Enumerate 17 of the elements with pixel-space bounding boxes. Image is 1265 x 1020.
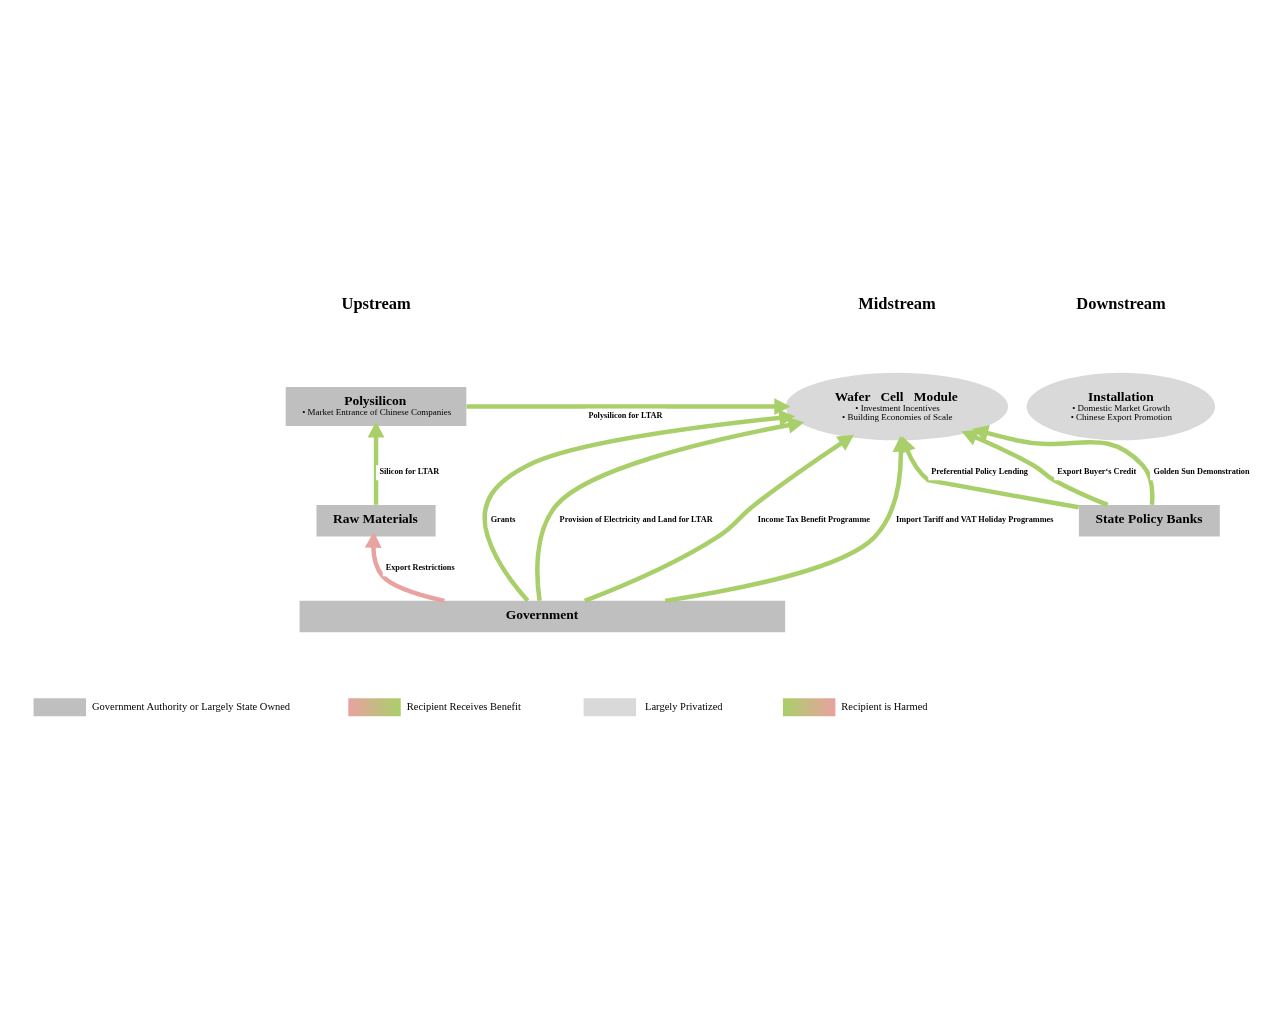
edge-label: Grants — [490, 515, 516, 525]
edge-label: Golden Sun Demonstration — [1153, 467, 1250, 477]
legend-label: Government Authority or Largely State Owned — [92, 701, 291, 713]
edge-label: Preferential Policy Lending — [931, 467, 1028, 477]
edge-label: Income Tax Benefit Programme — [757, 515, 870, 525]
legend-label: Recipient is Harmed — [841, 701, 928, 713]
legend-label: Largely Privatized — [645, 701, 723, 713]
label: Midstream — [858, 293, 936, 313]
label: Downstream — [1076, 293, 1166, 313]
edge-label: Import Tariff and VAT Holiday Programmes — [896, 515, 1054, 525]
label: Upstream — [341, 293, 411, 313]
edge-label: Export Restrictions — [385, 562, 455, 572]
edge-label: Silicon for LTAR — [379, 467, 440, 477]
edge-label: Export Buyer‘s Credit — [1057, 467, 1137, 477]
edge-label: Polysilicon for LTAR — [588, 410, 663, 420]
edge-label: Provision of Electricity and Land for LTAR — [559, 515, 713, 525]
legend-label: Recipient Receives Benefit — [406, 701, 521, 713]
